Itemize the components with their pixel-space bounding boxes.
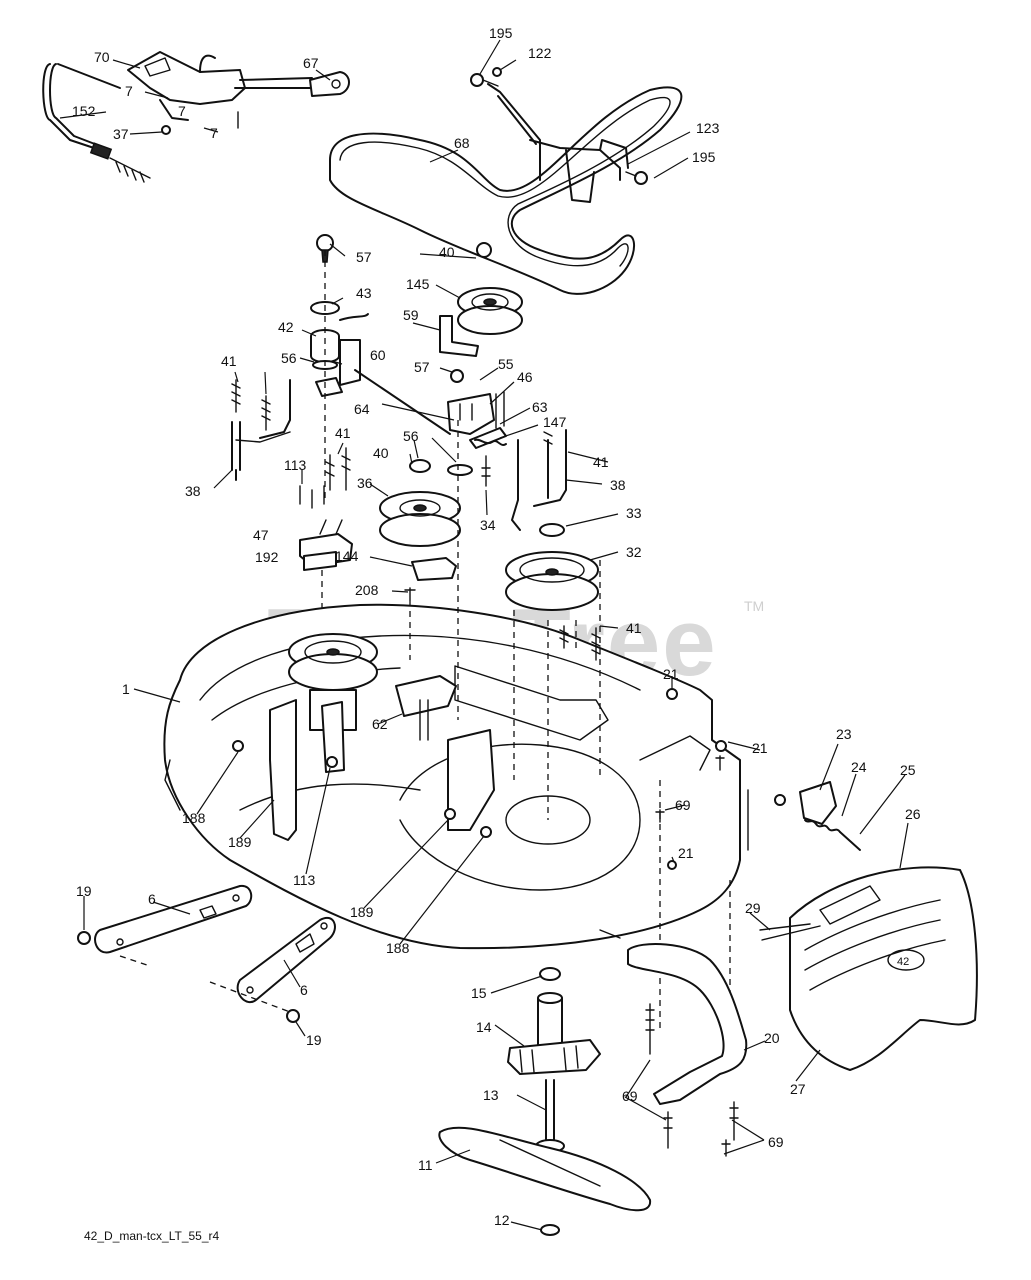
assembly-lines: [457, 420, 731, 1030]
discharge-chute: 42: [759, 866, 978, 1071]
callout-7: 7: [125, 83, 133, 99]
callout-192: 192: [255, 549, 279, 565]
callout-145: 145: [406, 276, 430, 292]
belt-guide-bracket: [470, 67, 648, 203]
deck-pulley-32: [505, 551, 599, 611]
callout-46: 46: [517, 369, 533, 385]
callout-38: 38: [185, 483, 201, 499]
callout-21: 21: [678, 845, 694, 861]
callout-123: 123: [696, 120, 720, 136]
callout-1: 1: [122, 681, 130, 697]
callout-19: 19: [76, 883, 92, 899]
callout-6: 6: [300, 982, 308, 998]
callout-43: 43: [356, 285, 372, 301]
callout-7: 7: [210, 125, 218, 141]
callout-70: 70: [94, 49, 110, 65]
watermark-trademark: TM: [744, 598, 764, 614]
idler-arm-assembly: [310, 234, 451, 500]
lift-arms: [77, 884, 336, 1023]
callout-208: 208: [355, 582, 379, 598]
callout-189: 189: [350, 904, 374, 920]
drive-belt-inner: [339, 96, 671, 267]
deck-badge: 42: [897, 956, 909, 968]
callout-34: 34: [480, 517, 496, 533]
callout-189: 189: [228, 834, 252, 850]
left-bolts-and-rods: [231, 379, 351, 509]
callout-68: 68: [454, 135, 470, 151]
callout-25: 25: [900, 762, 916, 778]
callout-57: 57: [356, 249, 372, 265]
callout-32: 32: [626, 544, 642, 560]
callout-67: 67: [303, 55, 319, 71]
deck-brackets: [232, 587, 495, 841]
callout-40: 40: [373, 445, 389, 461]
callout-41: 41: [221, 353, 237, 369]
callout-56: 56: [281, 350, 297, 366]
callout-29: 29: [745, 900, 761, 916]
callout-24: 24: [851, 759, 867, 775]
callout-41: 41: [335, 425, 351, 441]
callout-6: 6: [148, 891, 156, 907]
callout-55: 55: [498, 356, 514, 372]
discharge-hinge-parts: [655, 688, 903, 879]
callout-188: 188: [182, 810, 206, 826]
callout-21: 21: [663, 666, 679, 682]
callout-38: 38: [610, 477, 626, 493]
leader-lines: [59, 39, 909, 1231]
callout-57: 57: [414, 359, 430, 375]
callout-37: 37: [113, 126, 129, 142]
callout-69: 69: [622, 1088, 638, 1104]
callout-47: 47: [253, 527, 269, 543]
callout-62: 62: [372, 716, 388, 732]
callout-14: 14: [476, 1019, 492, 1035]
callout-42: 42: [278, 319, 294, 335]
callout-13: 13: [483, 1087, 499, 1103]
idler-pulley-36: [379, 491, 461, 581]
callout-113: 113: [293, 872, 316, 888]
right-lift-bracket: [627, 943, 748, 1157]
callout-40: 40: [439, 244, 455, 260]
callout-36: 36: [357, 475, 373, 491]
callout-113: 113: [284, 457, 307, 473]
callout-26: 26: [905, 806, 921, 822]
callout-56: 56: [403, 428, 419, 444]
callout-12: 12: [494, 1212, 510, 1228]
callout-11: 11: [418, 1157, 433, 1173]
diagram-code: 42_D_man-tcx_LT_55_r4: [84, 1229, 220, 1243]
bolts-41-right: [559, 625, 601, 661]
callout-19: 19: [306, 1032, 322, 1048]
callout-59: 59: [403, 307, 419, 323]
callout-60: 60: [370, 347, 386, 363]
callout-69: 69: [768, 1134, 784, 1150]
callout-69: 69: [675, 797, 691, 813]
callout-63: 63: [532, 399, 548, 415]
hinge-rod: [761, 925, 821, 941]
callout-188: 188: [386, 940, 410, 956]
callout-195: 195: [489, 25, 513, 41]
callout-33: 33: [626, 505, 642, 521]
callout-195: 195: [692, 149, 716, 165]
callout-15: 15: [471, 985, 487, 1001]
callout-27: 27: [790, 1081, 806, 1097]
callout-144: 144: [335, 548, 359, 564]
callout-147: 147: [543, 414, 567, 430]
callout-64: 64: [354, 401, 370, 417]
callout-20: 20: [764, 1030, 780, 1046]
callout-41: 41: [593, 454, 609, 470]
engagement-linkage: [42, 51, 350, 183]
drive-belt: [329, 86, 683, 295]
callout-21: 21: [752, 740, 768, 756]
callout-41: 41: [626, 620, 642, 636]
callout-152: 152: [72, 103, 96, 119]
clutch-pulley: [409, 242, 567, 537]
deck-pulley-62: [288, 633, 457, 741]
callout-122: 122: [528, 45, 552, 61]
blade-spindle-assembly: [438, 967, 652, 1236]
callout-7: 7: [178, 103, 186, 119]
callout-23: 23: [836, 726, 852, 742]
